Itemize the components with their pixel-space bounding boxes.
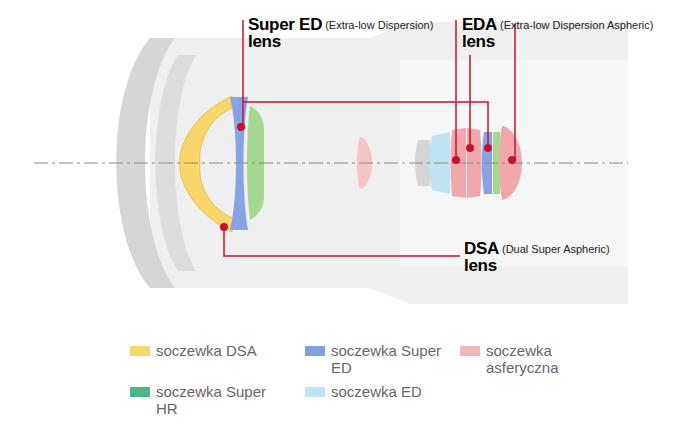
legend-swatch: [130, 346, 150, 356]
dsa-lens: [180, 96, 232, 232]
legend-swatch: [305, 387, 325, 397]
leader-line: [455, 20, 457, 160]
leader-line: [469, 55, 471, 148]
label-heading: Super ED: [248, 16, 322, 33]
label-note: (Dual Super Aspheric): [502, 243, 610, 255]
leader-lines: [224, 20, 515, 256]
leader-dot: [237, 123, 245, 131]
optical-axis: [34, 163, 628, 164]
label-note: (Extra-low Dispersion): [325, 19, 433, 31]
leader-dot: [508, 156, 516, 164]
legend-swatch: [305, 346, 325, 356]
leader-dots: [220, 123, 516, 231]
legend-swatch: [130, 387, 150, 397]
leader-dot: [452, 156, 460, 164]
leader-dot: [220, 223, 228, 231]
label-heading: lens: [248, 33, 281, 50]
legend-text: soczewka DSA: [156, 342, 276, 359]
label-heading: EDA: [462, 16, 497, 33]
legend-text: soczewka Super ED: [331, 342, 451, 376]
leader-line: [224, 227, 460, 256]
label-heading: DSA: [464, 240, 499, 257]
label-heading: lens: [464, 257, 497, 274]
legend-swatch: [460, 346, 480, 356]
label-note: (Extra-low Dispersion Aspheric): [500, 19, 653, 31]
leader-dot: [484, 144, 492, 152]
leader-line: [514, 24, 516, 160]
legend-text: soczewka asferyczna: [486, 342, 606, 376]
label-heading: lens: [462, 33, 495, 50]
leader-line: [243, 102, 488, 148]
leader-line: [242, 20, 244, 127]
leader-dot: [466, 144, 474, 152]
legend-text: soczewka ED: [331, 383, 451, 400]
legend-text: soczewka Super HR: [156, 383, 276, 417]
